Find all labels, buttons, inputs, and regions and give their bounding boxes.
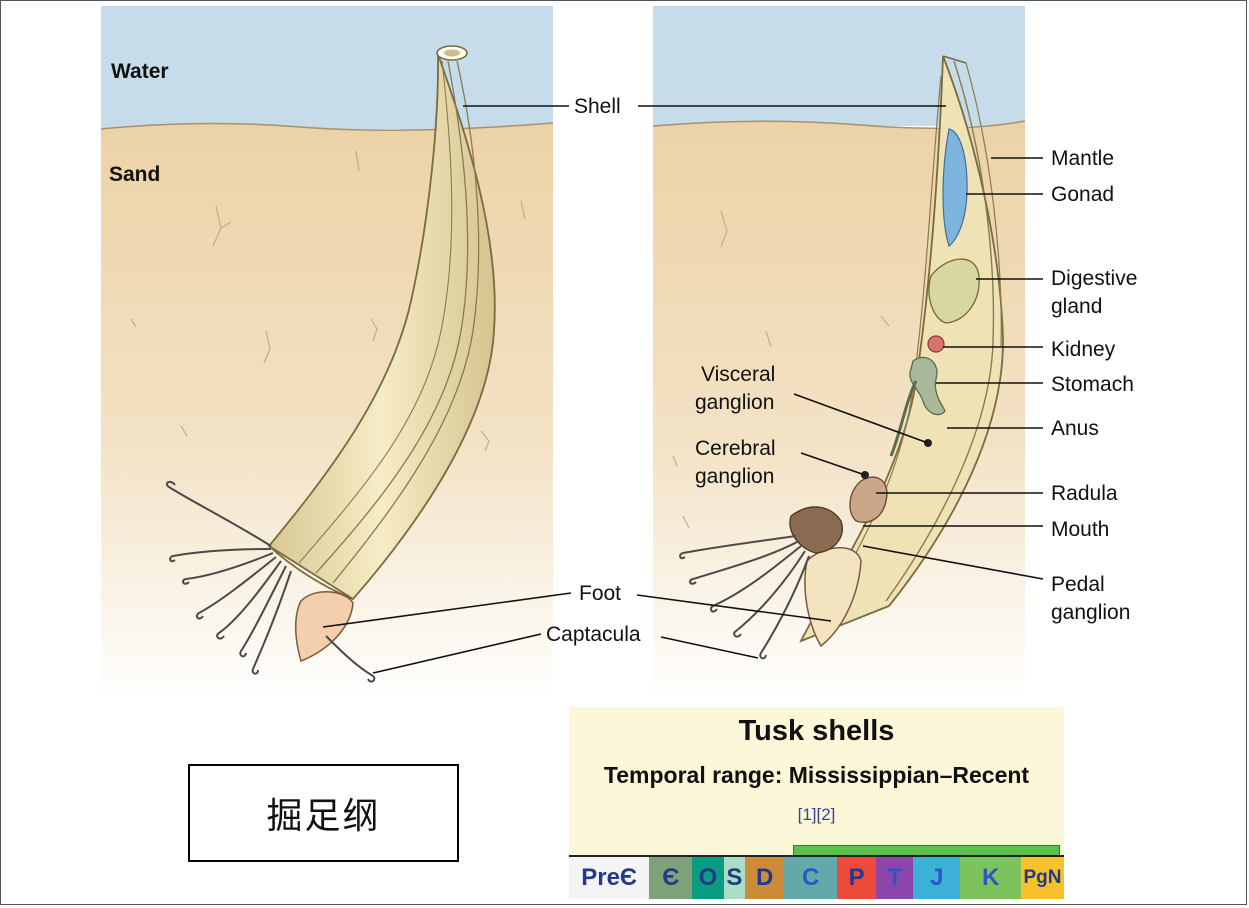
label-visceral-ganglion-line1: Visceral (701, 363, 775, 386)
label-mouth: Mouth (1051, 518, 1109, 541)
label-shell: Shell (574, 95, 621, 118)
label-pedal-ganglion-line2: ganglion (1051, 601, 1130, 624)
shell-left (267, 45, 496, 601)
caption-text: 掘足纲 (266, 796, 381, 837)
foot-right (804, 547, 862, 648)
water-region-left (101, 6, 553, 129)
period-triassic: T (876, 857, 914, 899)
label-captacula: Captacula (546, 623, 641, 646)
digestive-gland-organ (928, 258, 980, 324)
sand-label: Sand (109, 163, 160, 186)
right-panel (652, 6, 1026, 701)
label-stomach: Stomach (1051, 373, 1134, 396)
water-region-right (653, 6, 1025, 126)
label-visceral-ganglion-line2: ganglion (695, 391, 774, 414)
period-silurian: S (723, 857, 746, 899)
label-mantle: Mantle (1051, 147, 1114, 170)
period-cretaceous: K (960, 857, 1021, 899)
period-permian: P (837, 857, 877, 899)
label-cerebral-ganglion-line1: Cerebral (695, 437, 776, 460)
period-jurassic: J (913, 857, 961, 899)
stomach-organ (909, 356, 946, 416)
gonad-organ (942, 128, 968, 248)
label-digestive-gland-line1: Digestive (1051, 267, 1137, 290)
leader-lines (322, 105, 1044, 674)
geologic-timescale: PreЄ Є O S D C P T J K PgN (569, 855, 1064, 899)
buccal-region (849, 476, 888, 523)
captacula-left (165, 480, 376, 683)
left-panel: Water Sand (100, 6, 554, 701)
taxobox-title: Tusk shells (738, 715, 895, 747)
label-gonad: Gonad (1051, 183, 1114, 206)
label-anus: Anus (1051, 417, 1099, 440)
reference-links[interactable]: [1][2] (797, 805, 836, 824)
water-label: Water (111, 60, 169, 83)
taxobox: Tusk shells Temporal range: Mississippia… (569, 707, 1064, 899)
label-radula: Radula (1051, 482, 1118, 505)
label-digestive-gland-line2: gland (1051, 295, 1102, 318)
kidney-organ (927, 335, 945, 353)
temporal-range: Temporal range: Mississippian–Recent (603, 762, 1030, 788)
period-prec: PreЄ (569, 857, 650, 899)
label-pedal-ganglion-line1: Pedal (1051, 573, 1105, 596)
captacula-right (679, 535, 810, 660)
label-foot: Foot (579, 582, 621, 605)
label-kidney: Kidney (1051, 338, 1116, 361)
period-ordovician: O (692, 857, 724, 899)
caption-box: 掘足纲 (188, 764, 459, 862)
period-paleogene-neogene: PgN (1020, 857, 1064, 899)
label-cerebral-ganglion-line2: ganglion (695, 465, 774, 488)
period-cambrian: Є (649, 857, 693, 899)
period-devonian: D (745, 857, 785, 899)
period-carboniferous: C (784, 857, 838, 899)
